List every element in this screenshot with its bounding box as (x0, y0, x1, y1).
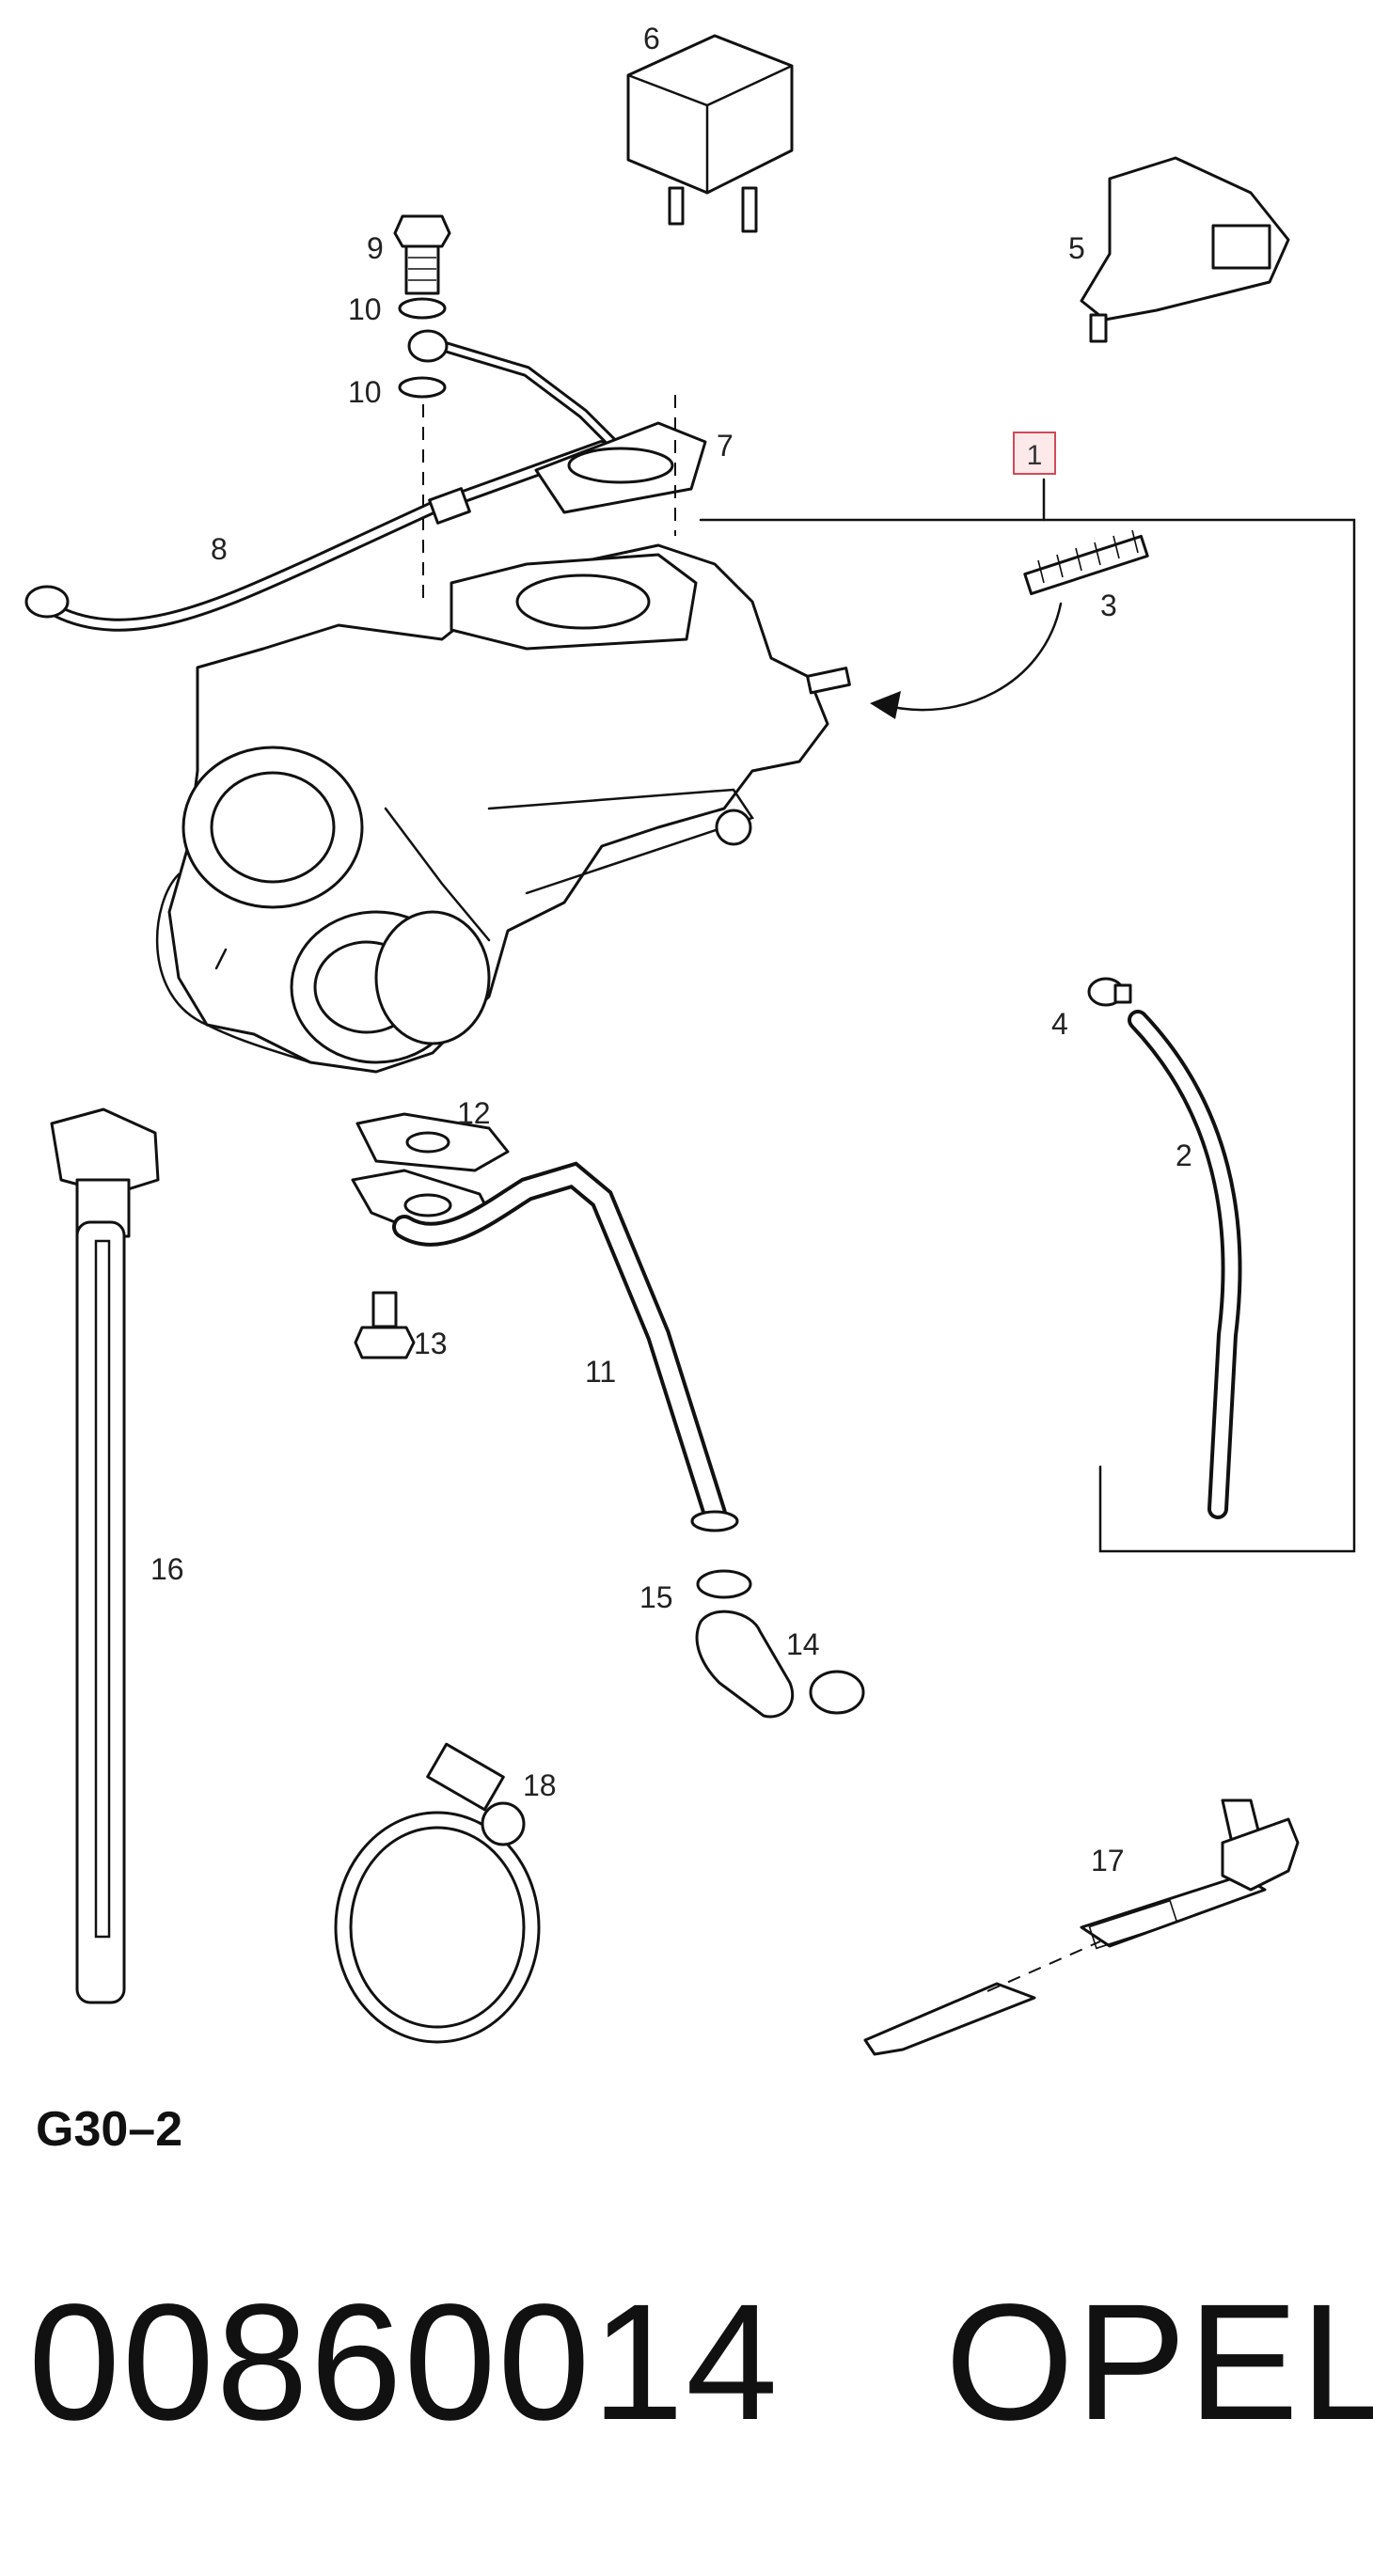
label-9: 9 (367, 231, 384, 265)
label-17: 17 (1091, 1844, 1125, 1877)
stud-location-arrow (882, 602, 1063, 712)
gasket-part-12-upper[interactable] (355, 1112, 510, 1172)
oil-return-pipe-part-11[interactable] (392, 1161, 739, 1532)
gasket-part-7[interactable] (534, 421, 707, 514)
label-2: 2 (1176, 1139, 1192, 1172)
label-15: 15 (639, 1580, 673, 1614)
sensor-part-5[interactable] (1080, 156, 1290, 343)
elbow-hose-part-14[interactable] (695, 1610, 865, 1719)
label-4: 4 (1051, 1007, 1068, 1041)
callout-bracket-1 (699, 478, 1356, 1553)
svg-text:1: 1 (1027, 440, 1043, 471)
label-12: 12 (457, 1096, 491, 1130)
label-5: 5 (1068, 231, 1085, 265)
label-7: 7 (717, 429, 734, 463)
sealing-washer-part-10-upper[interactable] (398, 297, 447, 320)
banjo-bolt-part-9[interactable] (393, 214, 451, 295)
oil-feed-pipe-part-8[interactable] (24, 329, 617, 632)
turbocharger-assembly[interactable] (155, 543, 829, 1074)
hose-clip-part-4[interactable] (1087, 977, 1132, 1007)
label-10-lower: 10 (348, 375, 382, 409)
hose-clamp-part-18[interactable] (334, 1742, 541, 2044)
label-16: 16 (150, 1552, 184, 1586)
label-11: 11 (585, 1355, 616, 1389)
label-6: 6 (643, 22, 660, 55)
sealing-washer-part-10-lower[interactable] (398, 376, 447, 399)
callout-box-1[interactable]: 1 (1013, 432, 1056, 475)
stud-on-housing (806, 667, 851, 695)
part-number: 00860014 (28, 2270, 781, 2455)
arrow-head (870, 691, 901, 719)
brand-name: OPEL (945, 2270, 1373, 2455)
stud-part-3[interactable] (1023, 529, 1149, 596)
label-14: 14 (786, 1627, 820, 1661)
label-10-upper: 10 (348, 292, 382, 326)
cable-tie-part-16[interactable] (50, 1107, 160, 2004)
label-8: 8 (211, 532, 228, 566)
label-3: 3 (1100, 589, 1117, 622)
label-13: 13 (414, 1327, 448, 1360)
vacuum-hose-part-2[interactable] (1128, 1010, 1242, 1519)
figure-code: G30–2 (36, 2102, 182, 2157)
relay-part-6[interactable] (626, 34, 794, 233)
label-18: 18 (523, 1768, 557, 1802)
bolt-part-13[interactable] (354, 1291, 416, 1359)
hose-clamp-part-15[interactable] (696, 1569, 752, 1599)
cable-tie-part-17[interactable] (863, 1798, 1300, 2056)
